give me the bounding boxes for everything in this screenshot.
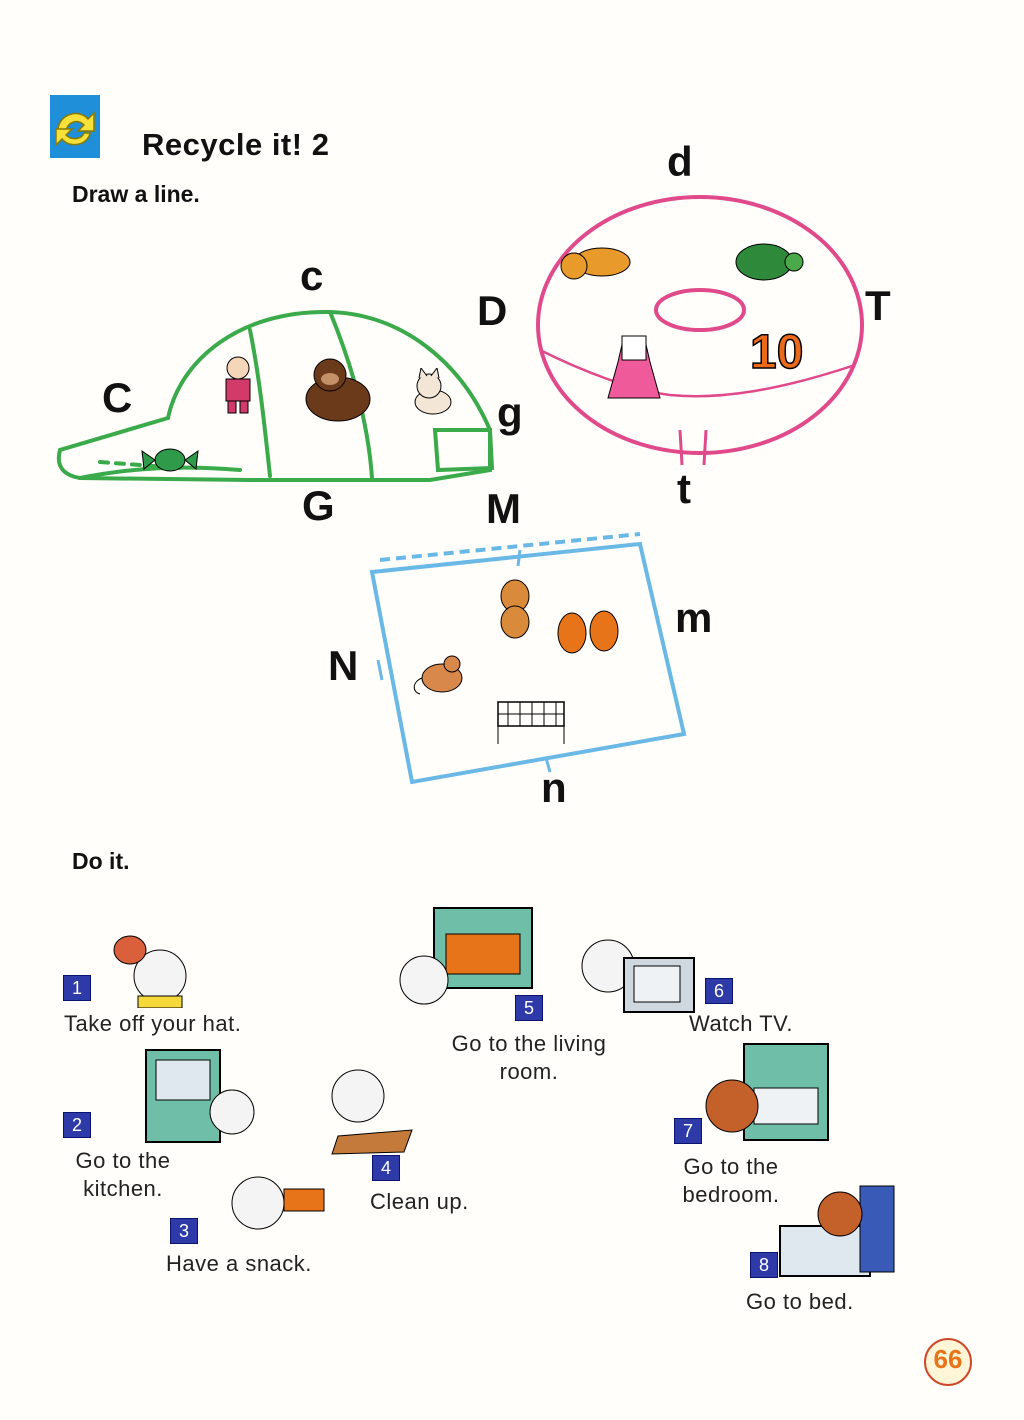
bedroom-picture <box>696 1040 832 1148</box>
action-number-4: 4 <box>372 1155 400 1181</box>
mouse-picture <box>408 652 470 696</box>
page-title: Recycle it! 2 <box>142 127 330 162</box>
cat-picture <box>403 366 458 416</box>
gorilla-picture <box>300 355 375 423</box>
bunny-cleanup-picture <box>308 1056 426 1156</box>
number-ten-label: 10 <box>749 325 804 380</box>
action-number-2: 2 <box>63 1112 91 1138</box>
donut-letter-t-upper: T <box>865 282 891 329</box>
action-number-5: 5 <box>515 995 543 1021</box>
recycle-icon <box>50 95 100 158</box>
living-room-picture <box>394 904 536 1012</box>
net-picture <box>494 694 568 746</box>
do-instruction: Do it. <box>72 848 130 874</box>
notebook-letter-n-upper: N <box>328 642 359 689</box>
page-number-badge <box>924 1338 972 1386</box>
action-label-5: Go to the living room. <box>451 1031 607 1084</box>
mittens-picture <box>554 605 624 657</box>
action-label-3: Have a snack. <box>166 1251 312 1276</box>
draw-instruction: Draw a line. <box>72 181 200 207</box>
action-number-3: 3 <box>170 1218 198 1244</box>
action-number-8: 8 <box>750 1252 778 1278</box>
action-label-6: Watch TV. <box>689 1011 793 1036</box>
dog-picture <box>556 236 634 290</box>
bunny-tv-picture <box>574 912 698 1014</box>
action-label-2: Go to the kitchen. <box>75 1148 171 1201</box>
cap-letter-g-upper: G <box>302 482 335 529</box>
donut-letter-d-upper: D <box>477 287 508 334</box>
action-label-8: Go to bed. <box>746 1289 854 1314</box>
peanut-picture <box>493 578 537 640</box>
cap-letter-c-lower: c <box>300 252 324 299</box>
notebook-letter-m-upper: M <box>486 485 521 532</box>
dress-picture <box>604 332 664 402</box>
bunny-hat-picture <box>108 920 210 1009</box>
turtle-picture <box>726 236 806 284</box>
page-number: 66 <box>933 1344 963 1374</box>
cap-letter-g-lower: g <box>497 389 523 436</box>
donut-letter-d-lower: d <box>667 138 693 185</box>
action-number-1: 1 <box>63 975 91 1001</box>
bunny-snack-picture <box>214 1155 332 1243</box>
action-label-4: Clean up. <box>370 1189 469 1214</box>
action-label-7: Go to the bedroom. <box>682 1154 780 1207</box>
notebook-outline <box>369 532 687 785</box>
candy-picture <box>140 445 200 475</box>
girl-picture <box>218 352 258 414</box>
bunny-bed-picture <box>776 1176 900 1280</box>
notebook-letter-n-lower: n <box>541 764 567 811</box>
cap-letter-c-upper: C <box>102 374 133 421</box>
donut-letter-t-lower: t <box>677 465 691 512</box>
kitchen-picture <box>142 1046 266 1146</box>
action-number-6: 6 <box>705 978 733 1004</box>
action-label-1: Take off your hat. <box>64 1011 242 1036</box>
donut-outline <box>536 195 864 466</box>
action-number-7: 7 <box>674 1118 702 1144</box>
notebook-letter-m-lower: m <box>675 594 713 641</box>
